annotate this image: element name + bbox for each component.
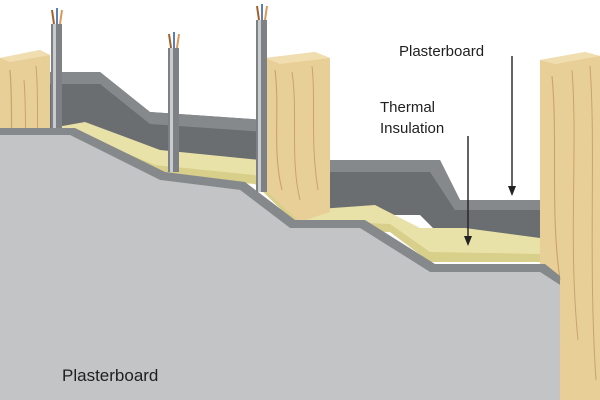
timber-stud-right [540,52,600,400]
front-plasterboard [0,128,560,400]
cable-icon [51,8,63,128]
label-plasterboard-top: Plasterboard [399,43,484,60]
timber-stud-middle [265,52,330,222]
cable-icon [168,32,180,172]
thermal-insulation-layer [40,122,540,262]
cable-icon [256,4,268,192]
arrow-thermal-insulation [464,136,472,246]
arrow-plasterboard [508,56,516,196]
label-thermal: Thermal [380,99,435,116]
label-insulation: Insulation [380,120,444,137]
label-plasterboard-bottom: Plasterboard [62,366,158,385]
